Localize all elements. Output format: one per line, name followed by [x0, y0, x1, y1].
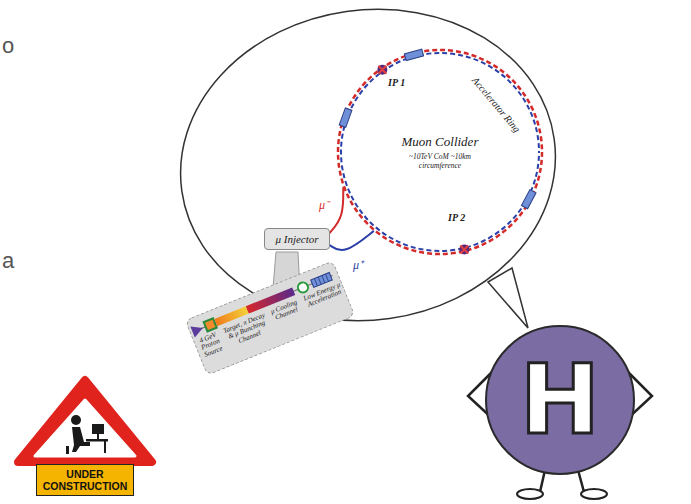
warning-sign-inner [35, 400, 135, 456]
beam-line [330, 231, 374, 250]
character-foot [517, 489, 543, 499]
interaction-point [459, 245, 469, 255]
construction-plate: UNDER CONSTRUCTION [36, 464, 135, 496]
beam-line [330, 187, 344, 233]
speech-bubble [160, 0, 575, 345]
node-text: H [520, 352, 600, 448]
node-text: Muon Collider [402, 134, 479, 150]
collider-ring: Muon Collider ~10TeV CoM ~10km circumfere… [335, 47, 545, 257]
cut-text: o [2, 33, 14, 59]
warning-sign [18, 380, 152, 462]
ip-label: IP 1 [388, 77, 405, 88]
injector-inset: 4 GeV Proton SourceTarget, π Decay & μ B… [185, 260, 356, 376]
magnet-symbol [339, 108, 352, 127]
higgs-character: H [485, 325, 635, 475]
magnet-symbol [404, 49, 423, 60]
node-text: UNDER CONSTRUCTION [43, 468, 128, 492]
interaction-point [377, 65, 387, 75]
character-foot [581, 489, 607, 499]
node-text: ~10TeV CoM ~10km circumference [400, 152, 480, 170]
cut-text: a [2, 248, 14, 274]
ip-label: IP 2 [448, 212, 465, 223]
ring-outer [338, 50, 542, 254]
bubble-tail [488, 268, 528, 328]
injector-box: μ Injector [264, 228, 329, 250]
injector-chain [185, 260, 356, 376]
beam-label: μ⁻ [318, 196, 330, 213]
worker-icon [66, 415, 108, 454]
node-text: μ Injector [275, 233, 318, 245]
beam-label: μ⁺ [352, 256, 364, 273]
magnet-symbol [521, 190, 536, 209]
ring-inner [341, 53, 539, 251]
